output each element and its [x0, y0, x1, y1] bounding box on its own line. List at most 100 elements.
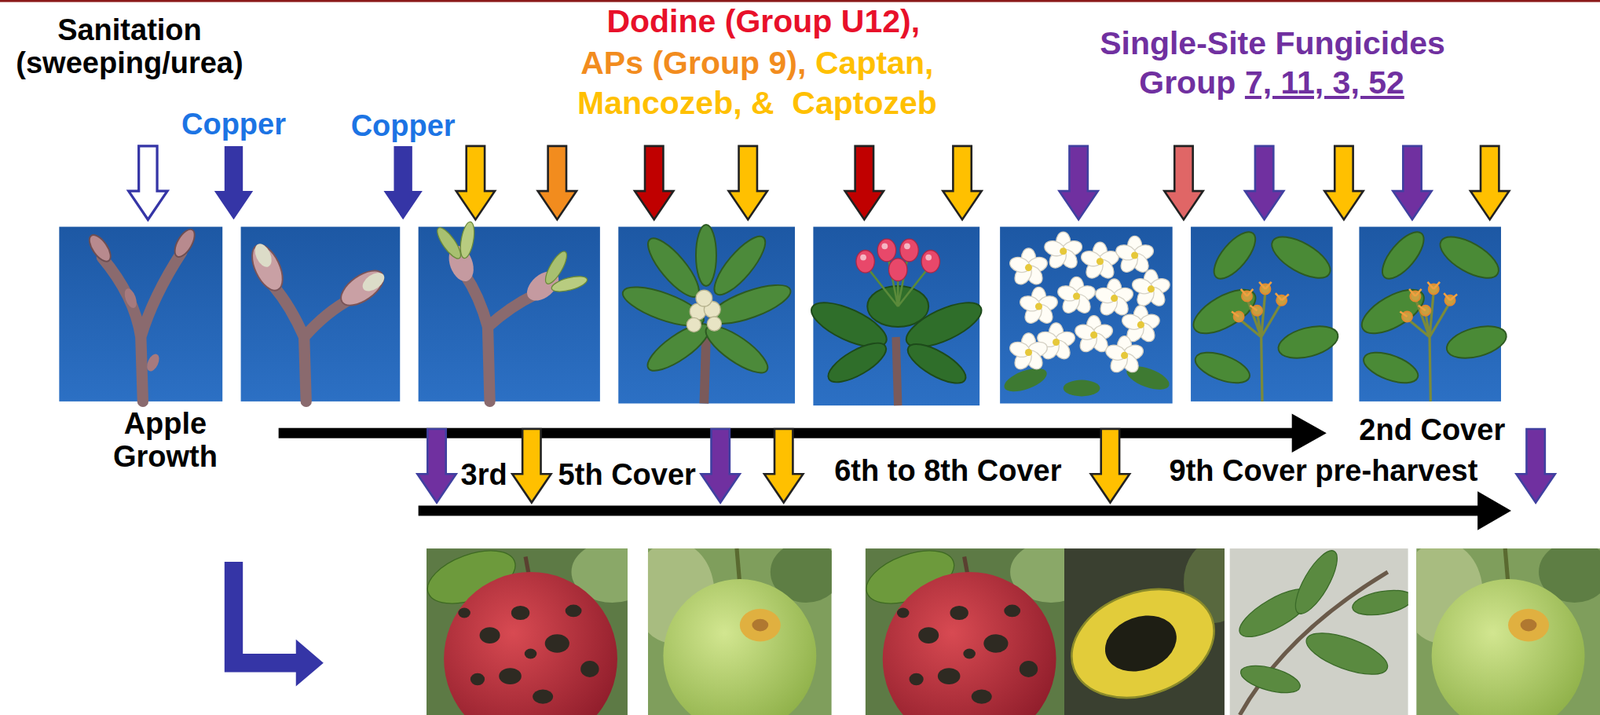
- illustration-part: [1058, 146, 1098, 220]
- illustration-part: [881, 242, 888, 249]
- illustration-part: [418, 227, 601, 402]
- illustration-part: [580, 660, 599, 678]
- illustration-part: [418, 505, 1483, 517]
- cover-label: 5th Cover: [558, 458, 696, 492]
- illustration-part: [728, 146, 768, 220]
- illustration-part: [1233, 548, 1409, 698]
- illustration-part: [383, 146, 422, 220]
- illustration-part: [565, 604, 583, 618]
- illustration-part: [457, 607, 471, 619]
- illustration-part: [358, 268, 388, 295]
- illustration-part: [889, 258, 908, 282]
- illustration-part: [479, 626, 501, 644]
- illustration-part: [1007, 231, 1172, 376]
- illustration-part: [1007, 333, 1050, 373]
- fungicide-heading: Group: [1138, 65, 1236, 101]
- illustration-part: [214, 146, 253, 220]
- illustration-part: [1292, 413, 1327, 453]
- illustration-part: [856, 238, 941, 281]
- illustration-part: [904, 242, 911, 249]
- illustration-part: [1130, 269, 1172, 309]
- illustration-part: [695, 289, 713, 307]
- illustration-part: [470, 673, 485, 686]
- illustration-part: [549, 273, 589, 295]
- fungicide-heading: Captan,: [815, 45, 934, 81]
- illustration-part: [860, 254, 867, 261]
- illustration-part: [1064, 570, 1225, 715]
- illustration-part: [171, 226, 199, 260]
- illustration-part: [1515, 428, 1555, 503]
- illustration-part: [545, 633, 570, 652]
- group-numbers: 7, 11, 3, 52: [1244, 65, 1405, 101]
- illustration-part: [1237, 660, 1304, 699]
- illustration-part: [942, 146, 982, 220]
- illustration-part: [1238, 291, 1282, 402]
- illustration-part: [764, 428, 803, 503]
- illustration-part: [925, 254, 932, 261]
- illustration-part: [58, 227, 223, 402]
- illustration-part: [538, 146, 577, 220]
- lesion-fruit-photo: [648, 548, 832, 715]
- lesion-fruit-photo-repeat: [1401, 541, 1600, 715]
- illustration-part: [860, 242, 932, 260]
- illustration-part: [1017, 286, 1060, 326]
- practice-label: Sanitation (sweeping/urea): [3, 14, 256, 81]
- fungicide-heading: Mancozeb, & Captozeb: [577, 85, 938, 121]
- illustration-part: [641, 315, 717, 378]
- cover-label: 3rd: [461, 458, 508, 492]
- illustration-part: [739, 608, 781, 642]
- spray-label: Copper: [351, 109, 456, 143]
- illustration-part: [1207, 225, 1264, 286]
- illustration-part: [1103, 336, 1146, 376]
- cover-label: 2nd Cover: [1358, 413, 1505, 447]
- illustration-part: [686, 317, 701, 332]
- illustration-part: [867, 255, 929, 307]
- illustration-part: [703, 336, 707, 404]
- illustration-part: [511, 605, 530, 620]
- illustration-part: [634, 146, 674, 220]
- illustration-part: [102, 252, 182, 402]
- illustration-part: [700, 428, 740, 503]
- illustration-part: [1265, 228, 1337, 286]
- illustration-part: [1079, 241, 1121, 282]
- fungicide-heading: Dodine (Group U12),: [606, 3, 920, 40]
- illustration-part: [1093, 278, 1136, 319]
- cover-label: 6th to 8th Cover: [834, 454, 1062, 488]
- illustration-part: [144, 351, 162, 374]
- illustration-part: [877, 238, 896, 262]
- illustration-part: [1301, 624, 1393, 683]
- illustration-part: [1164, 146, 1203, 220]
- illustration-part: [85, 231, 115, 265]
- fungicide-heading: Single-Site Fungicides: [1099, 25, 1446, 62]
- stage-green-tip: [241, 227, 401, 402]
- stage-full-bloom: [999, 227, 1173, 404]
- top-rule: [0, 0, 1600, 3]
- stage-half-inch-green: [418, 220, 601, 402]
- illustration-part: [417, 428, 456, 503]
- scab-fruit-photo-repeat: [859, 540, 1092, 715]
- illustration-part: [999, 227, 1173, 404]
- illustration-part: [736, 548, 740, 584]
- illustration-part: [1477, 490, 1512, 530]
- illustration-part: [921, 250, 940, 274]
- illustration-part: [1244, 146, 1284, 220]
- illustration-part: [532, 689, 553, 704]
- illustration-part: [618, 224, 795, 381]
- spray-label: Copper: [181, 108, 286, 142]
- illustration-part: [128, 146, 168, 220]
- illustration-part: [856, 250, 875, 274]
- illustration-part: [900, 238, 919, 262]
- illustration-part: [443, 571, 618, 715]
- illustration-part: [524, 648, 538, 660]
- illustration-part: [1324, 146, 1363, 220]
- illustration-part: [464, 273, 536, 402]
- leaf-photo: [1229, 548, 1408, 715]
- stage-tight-cluster: [618, 224, 795, 404]
- l-arrow: [224, 561, 324, 687]
- illustration-part: [251, 241, 275, 270]
- illustration-part: [896, 336, 899, 406]
- illustration-part: [335, 263, 390, 312]
- fungicide-heading: APs (Group 9),: [580, 45, 806, 81]
- illustration-part: [512, 428, 551, 503]
- axis-label: Apple Growth: [98, 407, 232, 474]
